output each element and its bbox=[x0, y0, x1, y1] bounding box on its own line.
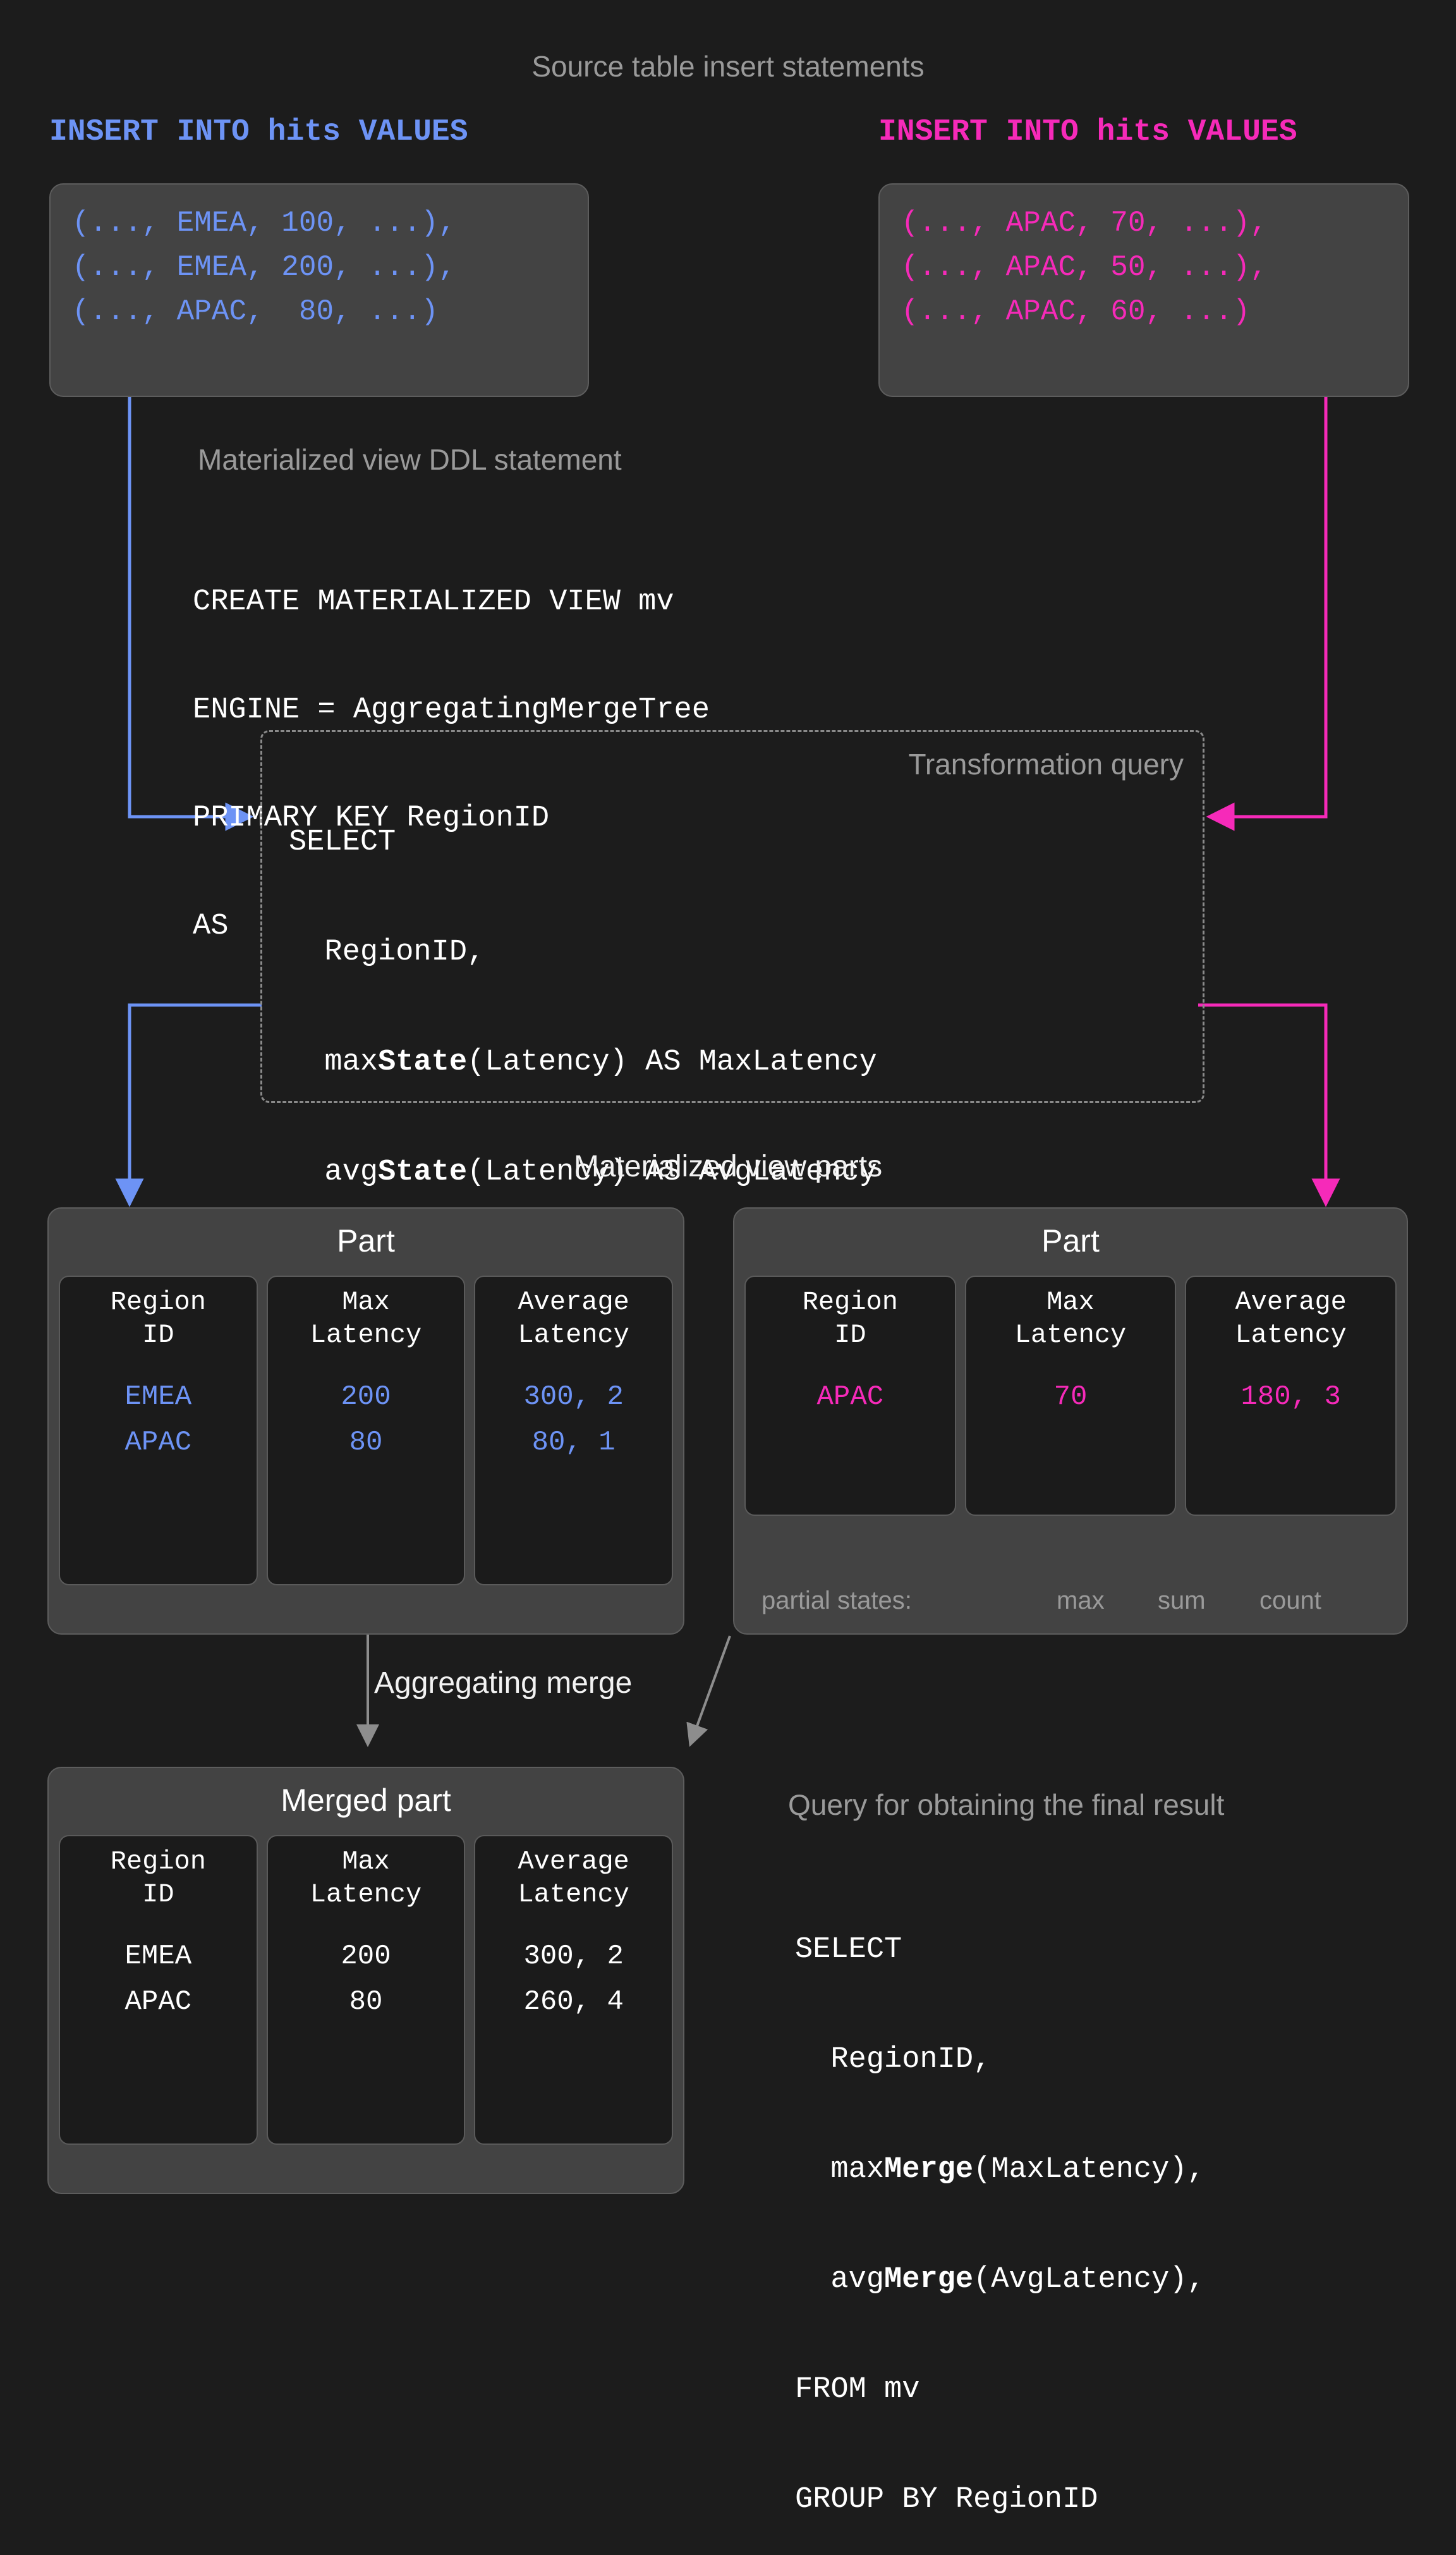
ddl-line: PRIMARY KEY RegionID bbox=[193, 802, 550, 835]
insert-left-row: (..., APAC, 80, ...) bbox=[72, 295, 439, 328]
part-left-title: Part bbox=[337, 1223, 395, 1259]
transformation-query-box: Transformation query SELECT RegionID, ma… bbox=[260, 730, 1204, 1409]
partial-states-item-count: count bbox=[1259, 1587, 1321, 1614]
insert-left-row: (..., EMEA, 200, ...), bbox=[72, 251, 456, 284]
column-header: Max Latency bbox=[1014, 1287, 1127, 1350]
column-header: Max Latency bbox=[310, 1287, 422, 1350]
insert-right-row: (..., APAC, 60, ...) bbox=[901, 295, 1251, 328]
cell: APAC bbox=[124, 1986, 192, 2018]
part-right-title: Part bbox=[1041, 1223, 1100, 1259]
tq-line: RegionID, bbox=[289, 936, 485, 969]
heading-final-query: Query for obtaining the final result bbox=[788, 1788, 1225, 1821]
insert-right-values-box: (..., APAC, 70, ...), (..., APAC, 50, ..… bbox=[878, 183, 1409, 397]
merged-part-column-region-id: Region ID EMEA APAC bbox=[59, 1835, 258, 2145]
column-header: Average Latency bbox=[518, 1846, 629, 1910]
cell: 70 bbox=[1053, 1381, 1088, 1413]
insert-right-statement: INSERT INTO hits VALUES bbox=[878, 115, 1297, 149]
cell: EMEA bbox=[124, 1381, 192, 1413]
cell: 80, 1 bbox=[531, 1427, 616, 1458]
tq-line: maxState(Latency) AS MaxLatency bbox=[289, 1046, 877, 1079]
cell: 300, 2 bbox=[523, 1941, 624, 1972]
insert-right-row: (..., APAC, 70, ...), bbox=[901, 207, 1268, 240]
part-left-column-region-id: Region ID EMEA APAC bbox=[59, 1276, 258, 1585]
cell: APAC bbox=[124, 1427, 192, 1458]
merged-part-column-average-latency: Average Latency 300, 2 260, 4 bbox=[474, 1835, 674, 2145]
cell: 260, 4 bbox=[523, 1986, 624, 2018]
insert-left-values-box: (..., EMEA, 100, ...), (..., EMEA, 200, … bbox=[49, 183, 589, 397]
column-header: Average Latency bbox=[1235, 1287, 1347, 1350]
column-header: Max Latency bbox=[310, 1846, 422, 1910]
insert-right-row: (..., APAC, 50, ...), bbox=[901, 251, 1268, 284]
cell: 80 bbox=[349, 1427, 383, 1458]
tq-line: avgState(Latency) AS AvgLatency bbox=[289, 1156, 877, 1189]
heading-source-inserts: Source table insert statements bbox=[531, 50, 925, 83]
column-header: Region ID bbox=[110, 1287, 206, 1350]
insert-left-statement: INSERT INTO hits VALUES bbox=[49, 115, 468, 149]
cell: 300, 2 bbox=[523, 1381, 624, 1413]
fq-line: GROUP BY RegionID bbox=[795, 2483, 1098, 2516]
column-header: Region ID bbox=[110, 1846, 206, 1910]
part-right-column-average-latency: Average Latency 180, 3 bbox=[1185, 1276, 1397, 1516]
tq-line: SELECT bbox=[289, 826, 396, 859]
ddl-line: CREATE MATERIALIZED VIEW mv bbox=[193, 585, 674, 619]
cell: 200 bbox=[341, 1381, 391, 1413]
merged-part-column-max-latency: Max Latency 200 80 bbox=[266, 1835, 466, 2145]
cell: APAC bbox=[816, 1381, 884, 1413]
mv-ddl-statement: CREATE MATERIALIZED VIEW mv ENGINE = Agg… bbox=[193, 512, 710, 980]
heading-mv-ddl: Materialized view DDL statement bbox=[198, 443, 622, 476]
part-right-column-region-id: Region ID APAC bbox=[744, 1276, 956, 1516]
part-left-column-max-latency: Max Latency 200 80 bbox=[266, 1276, 466, 1585]
merged-part-title: Merged part bbox=[281, 1783, 451, 1818]
arrow-merge-from-right-part bbox=[686, 1635, 731, 1747]
heading-mv-parts: Materialized view parts bbox=[573, 1150, 883, 1183]
fq-line: avgMerge(AvgLatency), bbox=[795, 2263, 1205, 2296]
column-header: Region ID bbox=[802, 1287, 898, 1350]
part-right: Part Region ID APAC Max Latency 70 Avera… bbox=[733, 1207, 1408, 1635]
arrow-pink-insert-to-query bbox=[1206, 394, 1328, 831]
part-left: Part Region ID EMEA APAC Max Latency 200… bbox=[47, 1207, 684, 1635]
cell: 80 bbox=[349, 1986, 383, 2018]
column-header: Average Latency bbox=[518, 1287, 629, 1350]
cell: 180, 3 bbox=[1241, 1381, 1341, 1413]
cell: EMEA bbox=[124, 1941, 192, 1972]
ddl-line: ENGINE = AggregatingMergeTree bbox=[193, 693, 710, 727]
final-query-text: SELECT RegionID, maxMerge(MaxLatency), a… bbox=[795, 1858, 1205, 2555]
cell: 200 bbox=[341, 1941, 391, 1972]
part-left-column-average-latency: Average Latency 300, 2 80, 1 bbox=[474, 1276, 674, 1585]
partial-states-item-sum: sum bbox=[1158, 1587, 1206, 1614]
part-right-column-max-latency: Max Latency 70 bbox=[964, 1276, 1177, 1516]
partial-states-item-max: max bbox=[1057, 1587, 1105, 1614]
fq-line: FROM mv bbox=[795, 2373, 920, 2406]
ddl-line: AS bbox=[193, 910, 229, 943]
heading-transformation-query: Transformation query bbox=[908, 748, 1184, 781]
insert-left-row: (..., EMEA, 100, ...), bbox=[72, 207, 456, 240]
partial-states-label: partial states: bbox=[761, 1587, 912, 1614]
fq-line: maxMerge(MaxLatency), bbox=[795, 2153, 1205, 2186]
fq-line: SELECT bbox=[795, 1933, 902, 1967]
merged-part: Merged part Region ID EMEA APAC Max Late… bbox=[47, 1767, 684, 2194]
fq-line: RegionID, bbox=[795, 2043, 992, 2076]
heading-aggregating-merge: Aggregating merge bbox=[374, 1666, 633, 1700]
